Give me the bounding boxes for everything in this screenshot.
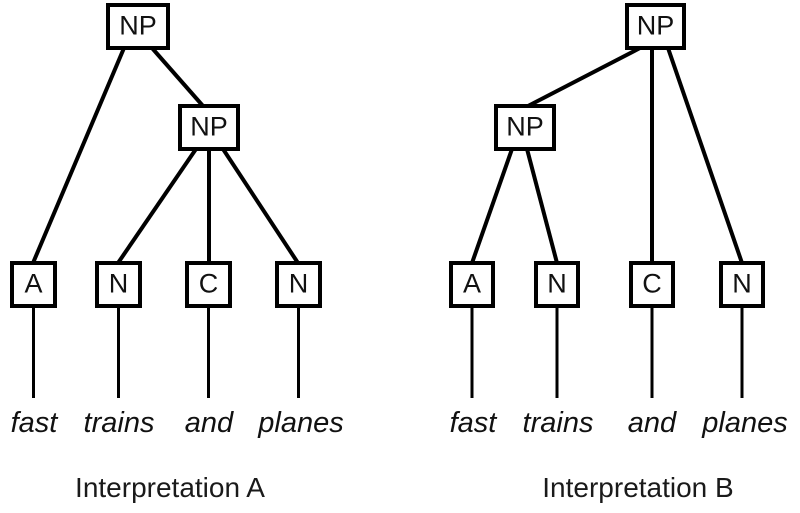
tree-edge [150, 46, 205, 108]
tree-edge [221, 147, 300, 265]
node-box-b-root[interactable] [625, 3, 686, 50]
node-label-a-adj: A [24, 269, 42, 299]
node-label-b-adj: A [463, 269, 481, 299]
node-label-b-n2: N [732, 269, 752, 299]
node-box-a-n2[interactable] [275, 261, 322, 308]
leaf-word-a-word-planes: planes [257, 407, 343, 439]
node-label-a-n1: N [109, 269, 129, 299]
node-label-b-np: NP [506, 112, 544, 142]
leaf-word-a-word-and: and [185, 407, 234, 439]
leaf-word-b-word-fast: fast [450, 407, 499, 439]
node-box-b-c[interactable] [629, 261, 675, 308]
tree-edge [525, 148, 559, 264]
leaf-word-b-word-and: and [628, 407, 677, 439]
leaf-word-a-word-trains: trains [84, 407, 155, 439]
tree-edge [116, 147, 198, 265]
node-box-b-n1[interactable] [534, 261, 580, 308]
node-box-a-c[interactable] [185, 261, 232, 308]
tree-edge [527, 46, 641, 108]
node-label-a-root: NP [119, 11, 157, 41]
caption-tree-a: Interpretation A [75, 472, 265, 503]
leaf-word-b-word-planes: planes [701, 407, 787, 439]
leaf-word-b-word-trains: trains [523, 407, 594, 439]
tree-edge [470, 148, 514, 264]
node-label-b-c: C [642, 269, 662, 299]
node-label-b-root: NP [637, 11, 675, 41]
node-box-a-root[interactable] [106, 3, 170, 50]
leaf-word-a-word-fast: fast [11, 407, 60, 439]
node-box-a-n1[interactable] [95, 261, 142, 308]
node-box-b-adj[interactable] [449, 261, 495, 308]
node-label-a-n2: N [289, 269, 309, 299]
node-box-a-adj[interactable] [10, 261, 57, 308]
node-box-a-np[interactable] [178, 104, 240, 151]
tree-edge [666, 47, 744, 264]
caption-tree-b: Interpretation B [542, 472, 733, 503]
tree-edge [31, 47, 126, 264]
node-label-b-n1: N [547, 269, 567, 299]
node-label-a-c: C [199, 269, 219, 299]
node-box-b-np[interactable] [494, 104, 556, 151]
node-box-b-n2[interactable] [719, 261, 765, 308]
node-label-a-np: NP [190, 112, 228, 142]
